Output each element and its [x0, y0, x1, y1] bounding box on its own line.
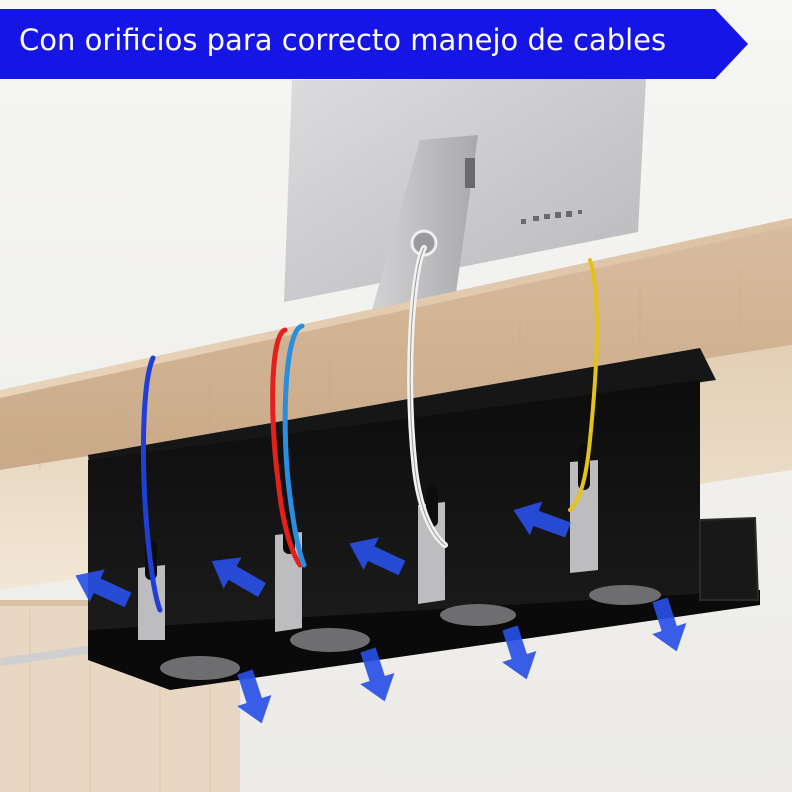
tray-end-bracket [699, 516, 760, 601]
arrow-icon [211, 557, 266, 597]
arrow-icon [652, 597, 687, 652]
arrow-icon [349, 537, 406, 576]
tray-bottom-holes [160, 585, 661, 680]
monitor [284, 78, 646, 310]
blue-direction-arrows [75, 501, 687, 724]
floor-cable [0, 644, 95, 666]
arrow-icon [502, 625, 537, 680]
cable-white-outline [409, 247, 446, 546]
monitor-vent-icon [465, 158, 475, 188]
tray-bottom-lip [88, 590, 760, 690]
arrow-icon [513, 501, 571, 538]
cable-light-blue [282, 323, 307, 568]
cable-red [270, 327, 303, 568]
arrow-icon [360, 647, 395, 702]
monitor-stand [372, 135, 478, 310]
arrow-icon [75, 569, 132, 608]
cable-blue [140, 355, 163, 613]
monitor-ports [521, 210, 582, 224]
cables [140, 245, 599, 613]
cable-yellow [568, 258, 599, 512]
banner-title: Con orificios para correcto manejo de ca… [19, 23, 667, 57]
cable-slots [138, 460, 598, 640]
arrow-icon [237, 669, 272, 724]
